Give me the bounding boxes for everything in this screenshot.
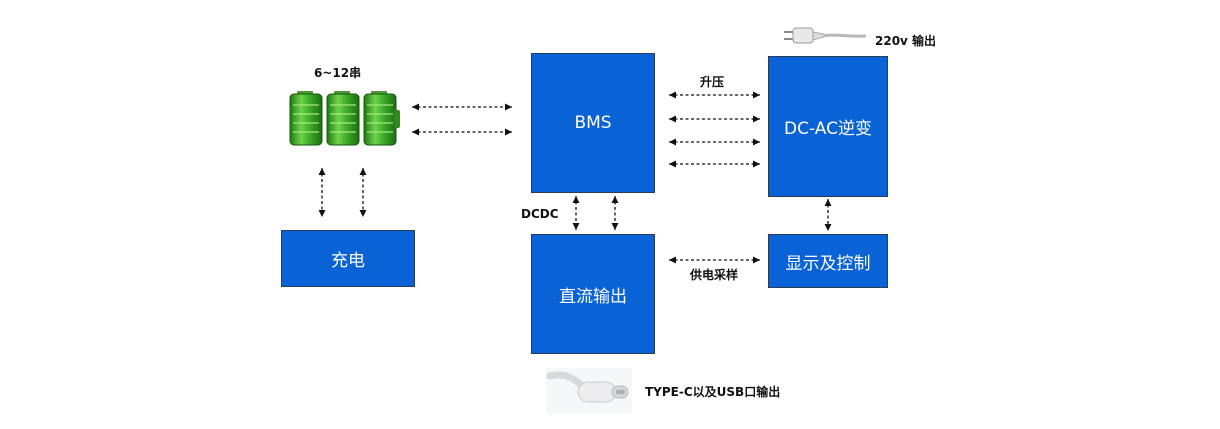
bms-block: BMS [531,53,655,193]
usb-output-label: TYPE-C以及USB口输出 [645,385,781,399]
power-sampling-label: 供电采样 [690,268,739,282]
dc-output-block: 直流输出 [531,234,655,354]
battery-pack-icon [288,90,406,146]
cells-label: 6~12串 [314,66,362,80]
usb-c-cable-icon [546,368,632,414]
ac-output-label: 220v 输出 [875,34,937,48]
charge-block: 充电 [281,230,415,287]
power-plug-icon [784,26,867,46]
dcac-inverter-block: DC-AC逆变 [768,56,888,197]
display-control-block: 显示及控制 [768,234,888,288]
boost-label: 升压 [700,75,725,89]
dcdc-label: DCDC [521,207,559,221]
